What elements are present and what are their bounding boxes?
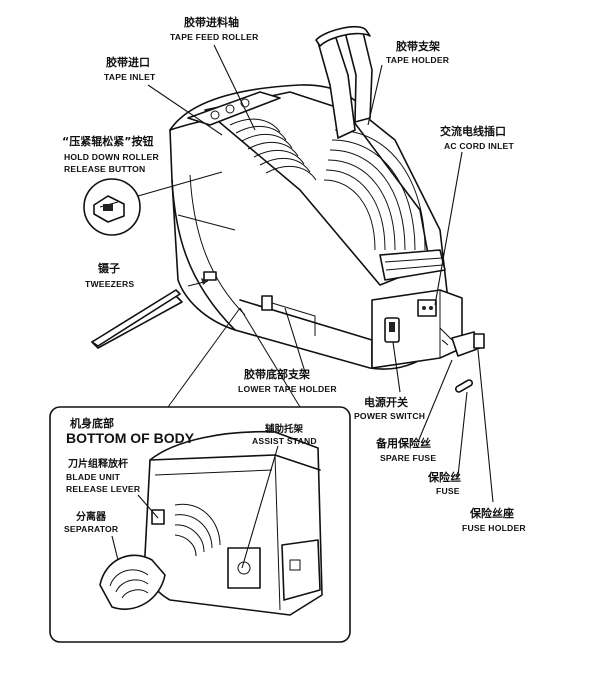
svg-text:保险丝: 保险丝 xyxy=(427,470,461,484)
svg-text:TAPE HOLDER: TAPE HOLDER xyxy=(386,55,450,65)
svg-text:机身底部: 机身底部 xyxy=(70,416,114,430)
svg-text:备用保险丝: 备用保险丝 xyxy=(375,436,431,450)
svg-text:RELEASE BUTTON: RELEASE BUTTON xyxy=(64,164,145,174)
tweezers-shape xyxy=(91,278,209,349)
svg-text:分离器: 分离器 xyxy=(76,510,107,523)
svg-text:镊子: 镊子 xyxy=(97,261,120,275)
label-power-switch: 电源开关 POWER SWITCH xyxy=(354,395,425,421)
svg-text:HOLD DOWN ROLLER: HOLD DOWN ROLLER xyxy=(64,152,159,162)
svg-text:胶带进料轴: 胶带进料轴 xyxy=(184,15,239,29)
ac-inlet-shape xyxy=(417,299,437,317)
svg-text:BLADE UNIT: BLADE UNIT xyxy=(66,472,121,482)
control-panel xyxy=(187,91,281,126)
svg-text:TAPE FEED ROLLER: TAPE FEED ROLLER xyxy=(170,32,259,42)
label-fuse-holder: 保险丝座 FUSE HOLDER xyxy=(462,506,526,533)
svg-text:辅助托架: 辅助托架 xyxy=(265,423,304,435)
label-tape-holder: 胶带支架 TAPE HOLDER xyxy=(386,39,450,65)
label-fuse: 保险丝 FUSE xyxy=(427,470,461,496)
svg-text:交流电线插口: 交流电线插口 xyxy=(440,124,506,138)
svg-text:RELEASE LEVER: RELEASE LEVER xyxy=(66,484,141,494)
svg-text:FUSE HOLDER: FUSE HOLDER xyxy=(462,523,526,533)
svg-text:刀片组释放杆: 刀片组释放杆 xyxy=(68,457,128,470)
svg-text:LOWER TAPE HOLDER: LOWER TAPE HOLDER xyxy=(238,384,337,394)
svg-text:POWER SWITCH: POWER SWITCH xyxy=(354,411,425,421)
label-assist-stand: 辅助托架 ASSIST STAND xyxy=(252,423,317,446)
svg-text:TAPE INLET: TAPE INLET xyxy=(104,72,156,82)
label-hold-down-roller: “压紧辊松紧”按钮 HOLD DOWN ROLLER RELEASE BUTTO… xyxy=(62,134,159,174)
label-spare-fuse: 备用保险丝 SPARE FUSE xyxy=(375,436,436,463)
bottom-of-body-inset xyxy=(49,307,351,643)
label-blade-unit: 刀片组释放杆 BLADE UNIT RELEASE LEVER xyxy=(66,457,141,494)
svg-text:“压紧辊松紧”按钮: “压紧辊松紧”按钮 xyxy=(62,134,153,148)
svg-text:ASSIST STAND: ASSIST STAND xyxy=(252,436,317,446)
svg-text:SPARE FUSE: SPARE FUSE xyxy=(380,453,436,463)
tape-chamber xyxy=(204,91,446,286)
release-button-callout xyxy=(83,171,223,236)
svg-text:AC CORD INLET: AC CORD INLET xyxy=(444,141,514,151)
label-separator: 分离器 SEPARATOR xyxy=(64,510,119,534)
inset-title: 机身底部 BOTTOM OF BODY xyxy=(66,416,195,446)
svg-text:FUSE: FUSE xyxy=(436,486,460,496)
svg-text:TWEEZERS: TWEEZERS xyxy=(85,279,134,289)
label-lower-tape-holder: 胶带底部支架 LOWER TAPE HOLDER xyxy=(238,367,337,394)
svg-text:胶带支架: 胶带支架 xyxy=(396,39,440,53)
label-tape-inlet: 胶带进口 TAPE INLET xyxy=(104,55,156,82)
svg-text:胶带进口: 胶带进口 xyxy=(106,55,150,69)
tape-holder-arm xyxy=(315,25,373,139)
leader-lines xyxy=(147,44,494,503)
svg-text:电源开关: 电源开关 xyxy=(364,395,408,409)
fuse-parts xyxy=(439,327,485,393)
svg-text:BOTTOM OF BODY: BOTTOM OF BODY xyxy=(66,430,195,446)
label-tweezers: 镊子 TWEEZERS xyxy=(85,261,134,289)
svg-text:SEPARATOR: SEPARATOR xyxy=(64,524,119,534)
label-ac-cord-inlet: 交流电线插口 AC CORD INLET xyxy=(440,124,514,151)
label-tape-feed-roller: 胶带进料轴 TAPE FEED ROLLER xyxy=(170,15,259,42)
svg-text:保险丝座: 保险丝座 xyxy=(469,506,514,520)
svg-text:胶带底部支架: 胶带底部支架 xyxy=(244,367,310,381)
